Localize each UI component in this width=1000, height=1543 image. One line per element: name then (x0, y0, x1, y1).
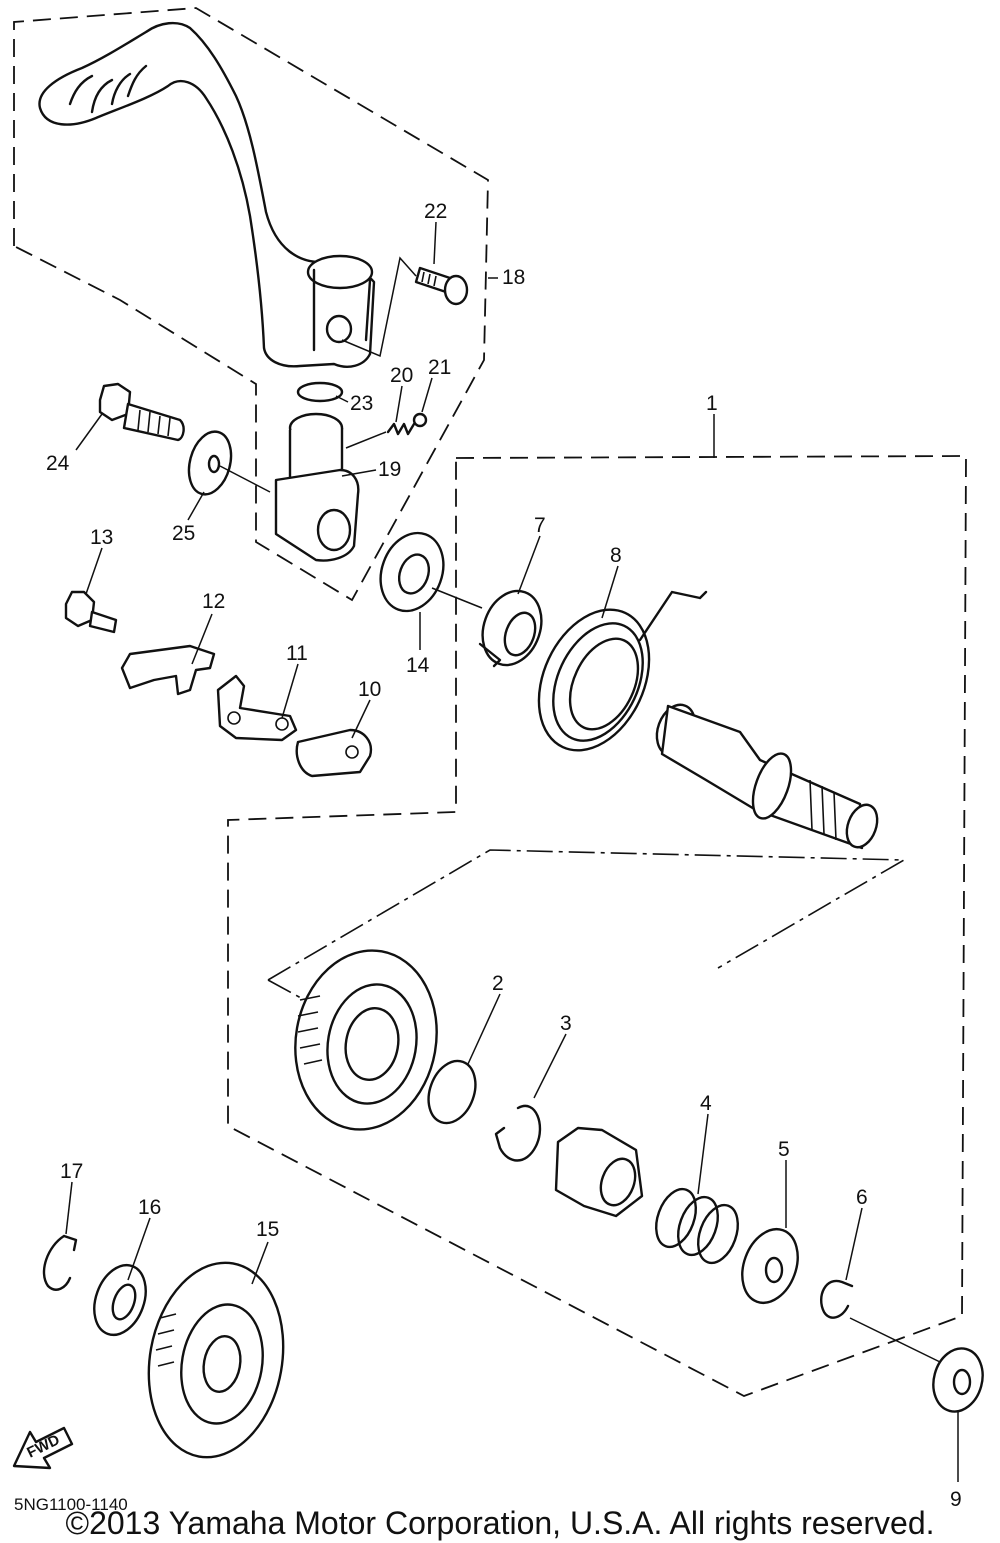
part-number-2: 2 (492, 972, 504, 995)
stopper-bolt (64, 590, 118, 634)
leader-23 (335, 395, 349, 403)
kick-spring (386, 422, 416, 436)
leader-20 (395, 385, 403, 423)
part-number-24: 24 (46, 452, 70, 475)
kick-gear (294, 949, 438, 1131)
part-number-22: 22 (424, 200, 447, 223)
kick-crank-lever (38, 21, 376, 368)
part-number-23: 23 (350, 392, 373, 415)
part-number-3: 3 (560, 1012, 572, 1035)
axle-circlip (819, 1279, 854, 1319)
o-ring (296, 381, 344, 403)
spring-guide (478, 589, 543, 668)
part-number-4: 4 (700, 1092, 712, 1115)
part-number-12: 12 (202, 590, 225, 613)
kick-clip (295, 728, 373, 778)
leader-12 (191, 613, 213, 665)
leader-6 (845, 1207, 863, 1281)
spring-install-line (345, 431, 387, 449)
leader-25 (187, 491, 205, 521)
part-number-20: 20 (390, 364, 413, 387)
clip-hole (345, 745, 359, 759)
leader-4 (697, 1113, 709, 1195)
leader-2 (467, 993, 501, 1065)
diagram-code: 5NG1100-1140 (14, 1495, 128, 1514)
leader-8 (601, 565, 619, 619)
spring-washer (741, 1228, 799, 1304)
kick-axle-assembly-boundary (227, 455, 967, 1397)
part-number-19: 19 (378, 458, 401, 481)
part-number-7: 7 (534, 514, 546, 537)
part-number-9: 9 (950, 1488, 962, 1511)
circlip (494, 1104, 542, 1162)
plain-washer (187, 430, 233, 496)
kick-boss (274, 412, 360, 562)
idle-gear-washer (93, 1263, 147, 1337)
washer-install-line (219, 465, 271, 493)
part-number-15: 15 (256, 1218, 279, 1241)
leader-15 (251, 1241, 269, 1285)
part-number-1: 1 (706, 392, 718, 415)
washer-9-install-line (849, 1317, 941, 1363)
leader-21 (421, 377, 433, 413)
part-number-14: 14 (406, 654, 430, 677)
ratchet-wheel (554, 1126, 644, 1218)
leader-3 (533, 1033, 567, 1099)
leader-13 (85, 547, 103, 595)
part-number-18: 18 (502, 266, 525, 289)
part-number-8: 8 (610, 544, 622, 567)
part-number-10: 10 (358, 678, 381, 701)
leader-19 (341, 469, 377, 477)
torsion-spring (537, 590, 708, 752)
idle-gear (147, 1261, 285, 1459)
clamp-bolt (414, 266, 469, 306)
steel-ball (412, 412, 428, 428)
pinch-bolt (98, 382, 185, 442)
gear-washer (427, 1059, 477, 1125)
leader-7 (517, 535, 541, 595)
leader-16 (127, 1217, 151, 1281)
leader-11 (281, 663, 299, 719)
part-number-13: 13 (90, 526, 113, 549)
part-number-25: 25 (172, 522, 195, 545)
ratchet-spring (655, 1187, 739, 1265)
part-number-11: 11 (286, 642, 308, 665)
idle-gear-circlip (42, 1234, 78, 1291)
leader-10 (351, 699, 371, 739)
seal-install-line (431, 587, 483, 609)
leader-24 (75, 413, 103, 451)
stopper-plate (120, 644, 216, 696)
kick-crank-assembly-boundary (13, 7, 489, 602)
copyright-notice: ©2013 Yamaha Motor Corporation, U.S.A. A… (65, 1505, 935, 1541)
gear-shaft-chain-outline (267, 849, 907, 1005)
part-number-5: 5 (778, 1138, 790, 1161)
kick-axle (655, 703, 879, 850)
part-number-17: 17 (60, 1160, 83, 1183)
leader-17 (65, 1181, 73, 1235)
oil-seal (379, 531, 445, 613)
guide-hole (227, 711, 241, 725)
part-number-6: 6 (856, 1186, 868, 1209)
bolt-install-line (341, 256, 417, 358)
thrust-washer (932, 1347, 984, 1413)
fwd-arrow-icon: FWD (12, 1426, 74, 1470)
part-number-16: 16 (138, 1196, 161, 1219)
leader-22 (433, 221, 437, 265)
part-number-21: 21 (428, 356, 451, 379)
